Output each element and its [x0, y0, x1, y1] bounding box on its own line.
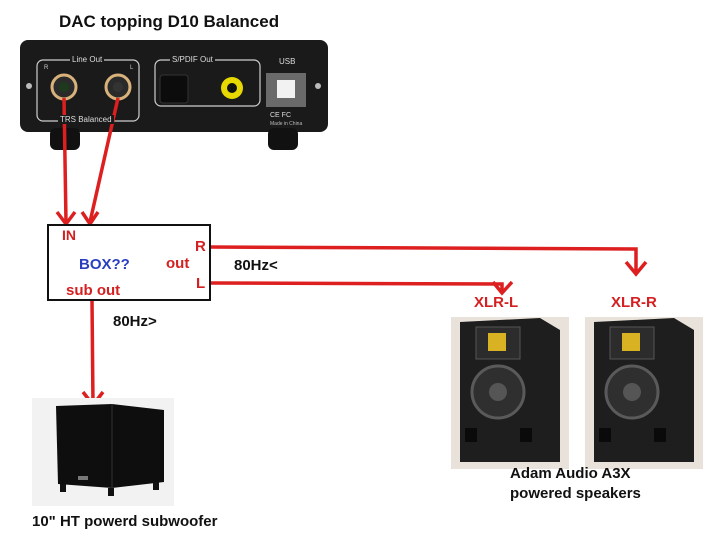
jack-r-mark: R: [44, 65, 49, 71]
wire-out-l: [209, 281, 504, 291]
wires: [55, 97, 648, 408]
arrow-xlr-r: [624, 260, 648, 277]
speakers-caption-line1: Adam Audio A3X: [510, 465, 631, 482]
freq-low-label: 80Hz>: [113, 313, 157, 330]
usb-label: USB: [279, 57, 296, 66]
jack-l-mark: L: [130, 65, 134, 71]
box-out-label: out: [166, 255, 190, 272]
crossover-box: [47, 224, 211, 301]
made-in-label: Made in China: [270, 121, 303, 127]
xlr-right-label: XLR-R: [611, 294, 657, 311]
arrow-xlr-l: [491, 280, 514, 296]
xlr-left-label: XLR-L: [474, 294, 519, 311]
dac-title: DAC topping D10 Balanced: [59, 12, 280, 31]
box-r-label: R: [195, 238, 206, 255]
speaker-left: [451, 317, 569, 469]
speaker-right: [585, 317, 703, 469]
wire-sub-out: [90, 299, 95, 406]
subwoofer-caption: 10" HT powerd subwoofer: [32, 513, 218, 530]
cert-label: CE FC: [270, 112, 291, 119]
wire-out-r: [209, 245, 638, 272]
box-l-label: L: [196, 275, 206, 292]
subwoofer: [32, 398, 174, 506]
spdif-label: S/PDIF Out: [170, 55, 215, 64]
box-in-label: IN: [62, 227, 76, 243]
box-name: BOX??: [79, 256, 130, 273]
box-sub-out-label: sub out: [66, 282, 121, 299]
trs-balanced-label: TRS Balanced: [58, 115, 114, 124]
line-out-label: Line Out: [70, 55, 105, 64]
speakers-caption-line2: powered speakers: [510, 485, 641, 502]
freq-high-label: 80Hz<: [234, 257, 278, 274]
